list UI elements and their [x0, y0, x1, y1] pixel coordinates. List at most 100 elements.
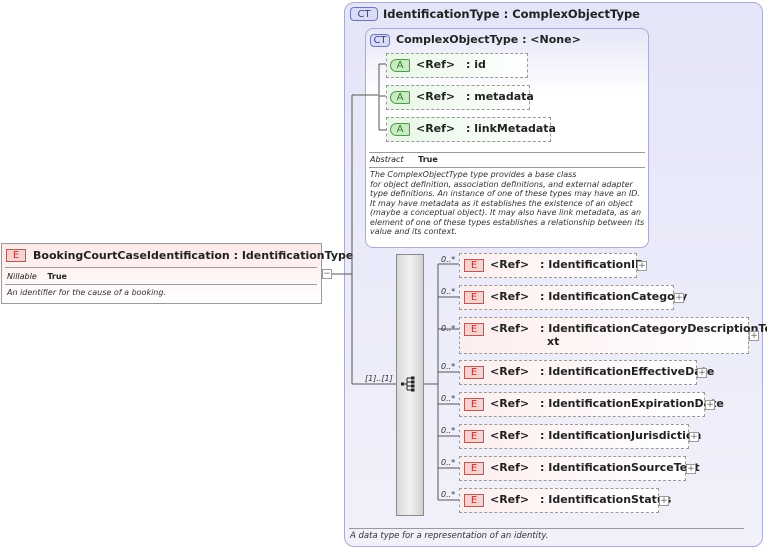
description-line: It may have metadata as it establishes t… — [370, 198, 633, 208]
expand-toggle[interactable]: + — [749, 331, 759, 341]
element-identification-status[interactable] — [459, 488, 659, 513]
description-line: type definitions. An instance of one of … — [370, 189, 640, 198]
element-ref: <Ref> — [490, 290, 530, 303]
element-icon: E — [464, 430, 484, 443]
element-cardinality: 0..* — [441, 458, 456, 467]
base-type-none: : <None> — [522, 33, 581, 46]
base-type-name: ComplexObjectType — [396, 33, 519, 46]
element-name-continued: xt — [547, 335, 560, 348]
element-name: : IdentificationExpirationDate — [540, 397, 724, 410]
base-type-divider-2 — [369, 167, 645, 168]
element-name: : IdentificationEffectiveDate — [540, 365, 715, 378]
element-icon: E — [464, 259, 484, 272]
attribute-name: : metadata — [466, 90, 534, 103]
element-ref: <Ref> — [490, 397, 530, 410]
attribute-icon: A — [390, 123, 410, 136]
expand-toggle[interactable]: + — [686, 464, 696, 474]
attribute-name: : id — [466, 58, 486, 71]
expand-toggle[interactable]: + — [637, 261, 647, 271]
element-cardinality: 0..* — [441, 287, 456, 296]
root-element-description: An identifier for the cause of a booking… — [7, 288, 166, 297]
element-identification-id[interactable] — [459, 253, 637, 278]
abstract-label: Abstract — [370, 155, 404, 164]
outer-type-name: IdentificationType — [383, 7, 500, 21]
root-divider — [5, 267, 317, 268]
outer-type-description: A data type for a representation of an i… — [350, 531, 549, 541]
element-cardinality: 0..* — [441, 394, 456, 403]
element-cardinality: 0..* — [441, 324, 456, 333]
base-complex-type-icon: CT — [370, 34, 390, 47]
element-ref: <Ref> — [490, 322, 530, 335]
description-line: The ComplexObjectType type provides a ba… — [370, 170, 577, 179]
root-element-box[interactable] — [1, 243, 322, 304]
base-type-divider — [369, 152, 645, 153]
element-name: : IdentificationCategory — [540, 290, 688, 303]
root-element-name: BookingCourtCaseIdentification — [33, 249, 230, 262]
expand-toggle[interactable]: + — [705, 400, 715, 410]
root-divider-2 — [5, 284, 317, 285]
element-ref: <Ref> — [490, 461, 530, 474]
base-type-description: The ComplexObjectType type provides a ba… — [370, 170, 645, 237]
element-identification-category[interactable] — [459, 285, 674, 310]
description-line: (maybe a conceptual object). It may also… — [370, 208, 642, 217]
outer-type-base: : ComplexObjectType — [503, 7, 640, 21]
sequence-multiplicity: [1]..[1] — [365, 374, 393, 383]
attribute-name: : linkMetadata — [466, 122, 556, 135]
expand-toggle[interactable]: + — [674, 293, 684, 303]
element-icon: E — [464, 366, 484, 379]
element-identification-effective-date[interactable] — [459, 360, 697, 385]
element-cardinality: 0..* — [441, 490, 456, 499]
attribute-ref: <Ref> — [416, 90, 456, 103]
nillable-value: True — [47, 272, 67, 281]
element-icon: E — [464, 462, 484, 475]
element-icon: E — [6, 249, 26, 262]
element-name: : IdentificationSourceText — [540, 461, 700, 474]
element-icon: E — [464, 398, 484, 411]
expand-toggle[interactable]: + — [689, 432, 699, 442]
element-identification-source-text[interactable] — [459, 456, 686, 481]
attribute-metadata[interactable] — [386, 85, 530, 110]
element-cardinality: 0..* — [441, 426, 456, 435]
collapse-toggle[interactable]: − — [322, 269, 332, 279]
expand-toggle[interactable]: + — [697, 368, 707, 378]
element-icon: E — [464, 323, 484, 336]
description-line: value and its context. — [370, 227, 457, 236]
element-ref: <Ref> — [490, 429, 530, 442]
element-ref: <Ref> — [490, 258, 530, 271]
sequence-compositor[interactable] — [396, 254, 424, 516]
element-name: : IdentificationJurisdiction — [540, 429, 702, 442]
element-icon: E — [464, 494, 484, 507]
outer-type-title: IdentificationType : ComplexObjectType — [383, 7, 640, 21]
element-ref: <Ref> — [490, 365, 530, 378]
attribute-connectors — [378, 63, 387, 131]
element-name: : IdentificationStatus — [540, 493, 672, 506]
element-cardinality: 0..* — [441, 362, 456, 371]
attribute-icon: A — [390, 59, 410, 72]
description-line: for object definition, association defin… — [370, 179, 633, 189]
element-name: : IdentificationID — [540, 258, 645, 271]
root-element-title: BookingCourtCaseIdentification : Identif… — [33, 249, 353, 262]
attribute-icon: A — [390, 91, 410, 104]
base-type-title: ComplexObjectType : <None> — [396, 33, 581, 46]
element-ref: <Ref> — [490, 493, 530, 506]
root-element-type: : IdentificationType — [233, 249, 354, 262]
base-type-abstract-row: Abstract True — [370, 155, 438, 164]
element-name: : IdentificationCategoryDescriptionTe — [540, 322, 767, 335]
attribute-link-metadata[interactable] — [386, 117, 551, 142]
attribute-ref: <Ref> — [416, 122, 456, 135]
element-identification-expiration-date[interactable] — [459, 392, 705, 417]
description-line: element of one of these types establishe… — [370, 217, 645, 227]
root-nillable-row: Nillable True — [7, 272, 67, 281]
expand-toggle[interactable]: + — [659, 496, 669, 506]
nillable-label: Nillable — [7, 272, 37, 281]
sequence-icon — [401, 376, 415, 392]
element-icon: E — [464, 291, 484, 304]
element-identification-jurisdiction[interactable] — [459, 424, 689, 449]
complex-type-icon: CT — [350, 7, 378, 21]
attribute-ref: <Ref> — [416, 58, 456, 71]
outer-type-divider — [349, 528, 744, 529]
element-identification-category-description-text[interactable] — [459, 317, 749, 354]
abstract-value: True — [418, 155, 438, 164]
element-cardinality: 0..* — [441, 255, 456, 264]
